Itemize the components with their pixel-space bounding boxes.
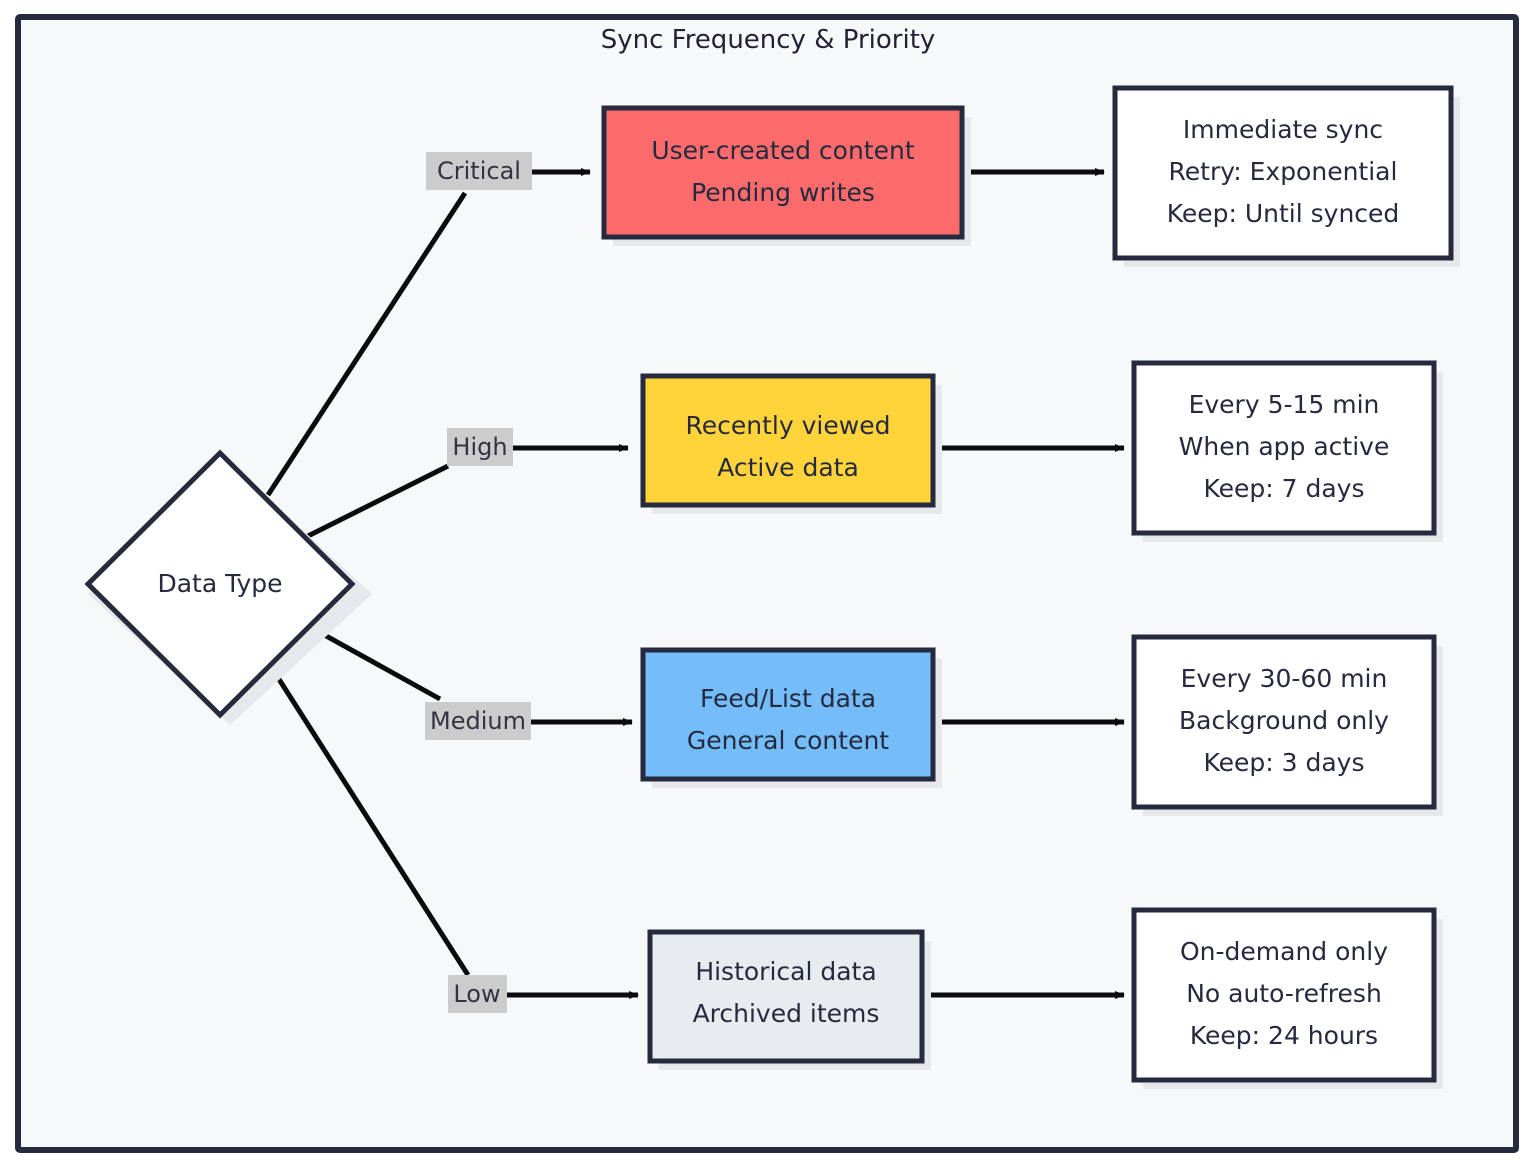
edge-label-low-bg — [448, 975, 507, 1013]
edge-label-medium-bg — [425, 702, 531, 740]
policy-node-high[interactable]: Every 5-15 min When app active Keep: 7 d… — [1131, 360, 1443, 542]
category-node-medium-line1: Feed/List data — [700, 684, 876, 713]
policy-node-medium-line1: Every 30-60 min — [1181, 664, 1388, 693]
edge-critical — [265, 168, 591, 497]
edge-label-low-text: Low — [453, 980, 500, 1008]
policy-node-high-line1: Every 5-15 min — [1189, 390, 1380, 419]
diagram-title: Sync Frequency & Priority — [601, 25, 936, 55]
edge-label-high-bg — [447, 428, 513, 466]
edge-medium — [308, 624, 633, 726]
category-node-high[interactable]: Recently viewed Active data — [640, 373, 942, 514]
policy-node-medium-shape — [1131, 634, 1437, 810]
category-node-critical-line1: User-created content — [651, 136, 914, 165]
edge-label-medium: Medium — [425, 702, 531, 740]
edge-low — [272, 671, 639, 999]
policy-node-medium-line3: Keep: 3 days — [1203, 748, 1364, 777]
category-node-high-shape — [640, 373, 936, 508]
policy-node-critical[interactable]: Immediate sync Retry: Exponential Keep: … — [1112, 85, 1460, 267]
decision-node-shape — [84, 449, 356, 719]
edge-label-high-text: High — [452, 433, 507, 461]
decision-node-label: Data Type — [157, 569, 282, 598]
policy-node-high-shape — [1131, 360, 1437, 536]
category-node-critical-line2: Pending writes — [691, 178, 875, 207]
edge-label-medium-text: Medium — [430, 707, 526, 735]
policy-node-low-line1: On-demand only — [1180, 937, 1388, 966]
category-node-critical[interactable]: User-created content Pending writes — [601, 105, 971, 246]
edge-label-critical-bg — [426, 152, 532, 190]
category-node-high-line1: Recently viewed — [686, 411, 891, 440]
category-node-medium-line2: General content — [687, 726, 889, 755]
decision-node-data-type[interactable]: Data Type — [84, 449, 372, 725]
policy-node-critical-line2: Retry: Exponential — [1169, 157, 1398, 186]
category-node-low-line2: Archived items — [693, 999, 880, 1028]
category-node-high-line2: Active data — [717, 453, 859, 482]
policy-node-high-line2: When app active — [1179, 432, 1390, 461]
policy-node-critical-line1: Immediate sync — [1183, 115, 1383, 144]
category-node-medium[interactable]: Feed/List data General content — [640, 647, 942, 788]
edge-high — [306, 444, 629, 539]
policy-node-critical-line3: Keep: Until synced — [1167, 199, 1400, 228]
category-node-medium-shape — [640, 647, 936, 782]
policy-node-low[interactable]: On-demand only No auto-refresh Keep: 24 … — [1131, 907, 1443, 1089]
edge-label-high: High — [447, 428, 513, 466]
category-node-critical-shape — [601, 105, 965, 240]
edge-label-critical: Critical — [426, 152, 532, 190]
category-node-low[interactable]: Historical data Archived items — [647, 929, 931, 1070]
policy-node-critical-shape — [1112, 85, 1454, 261]
policy-node-low-line3: Keep: 24 hours — [1190, 1021, 1378, 1050]
edge-label-low: Low — [448, 975, 507, 1013]
category-node-low-shape — [647, 929, 925, 1064]
policy-node-medium[interactable]: Every 30-60 min Background only Keep: 3 … — [1131, 634, 1443, 816]
edge-label-critical-text: Critical — [437, 157, 521, 185]
policy-node-low-line2: No auto-refresh — [1186, 979, 1382, 1008]
policy-node-low-shape — [1131, 907, 1437, 1083]
policy-node-high-line3: Keep: 7 days — [1203, 474, 1364, 503]
policy-node-medium-line2: Background only — [1179, 706, 1389, 735]
category-node-low-line1: Historical data — [695, 957, 876, 986]
